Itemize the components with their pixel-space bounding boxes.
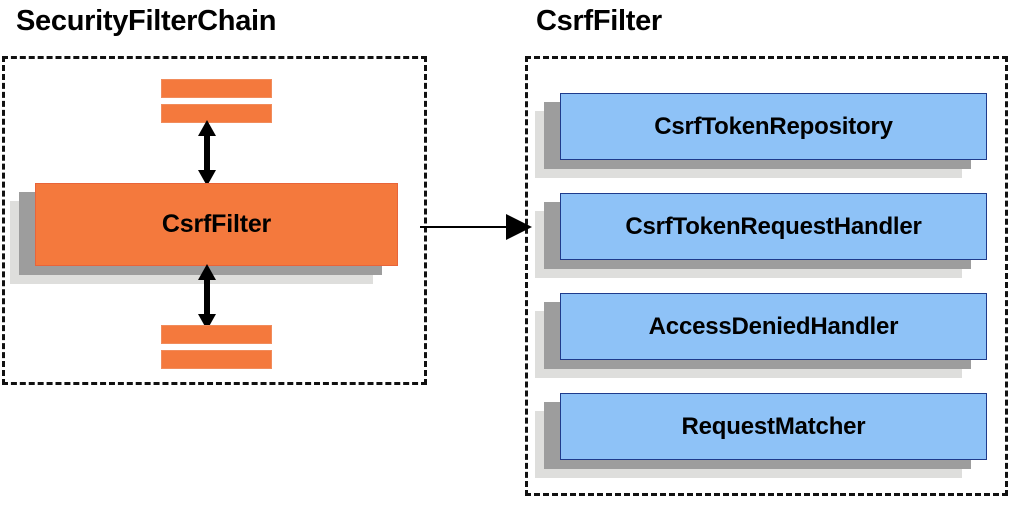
csrf-token-repository-label: CsrfTokenRepository bbox=[560, 93, 987, 160]
access-denied-handler-label: AccessDeniedHandler bbox=[560, 293, 987, 360]
double-arrow-top-icon bbox=[198, 120, 216, 186]
csrf-filter-card-label: CsrfFilter bbox=[35, 183, 398, 266]
csrf-filter-container bbox=[525, 56, 1008, 496]
panel-title-security-filter-chain: SecurityFilterChain bbox=[16, 5, 277, 37]
csrf-token-request-handler-card[interactable]: CsrfTokenRequestHandler bbox=[535, 193, 987, 278]
access-denied-handler-card[interactable]: AccessDeniedHandler bbox=[535, 293, 987, 378]
expand-arrow-icon bbox=[420, 214, 532, 240]
security-filter-chain-container bbox=[2, 56, 427, 385]
request-matcher-card[interactable]: RequestMatcher bbox=[535, 393, 987, 478]
filter-bar-1[interactable] bbox=[161, 79, 272, 98]
csrf-token-request-handler-label: CsrfTokenRequestHandler bbox=[560, 193, 987, 260]
filter-bar-2[interactable] bbox=[161, 104, 272, 123]
panel-title-csrf-filter: CsrfFilter bbox=[536, 5, 662, 37]
csrf-token-repository-card[interactable]: CsrfTokenRepository bbox=[535, 93, 987, 178]
double-arrow-bottom-icon bbox=[198, 264, 216, 330]
csrf-filter-card[interactable]: CsrfFilter bbox=[10, 183, 398, 284]
request-matcher-label: RequestMatcher bbox=[560, 393, 987, 460]
filter-bar-3[interactable] bbox=[161, 325, 272, 344]
filter-bar-4[interactable] bbox=[161, 350, 272, 369]
